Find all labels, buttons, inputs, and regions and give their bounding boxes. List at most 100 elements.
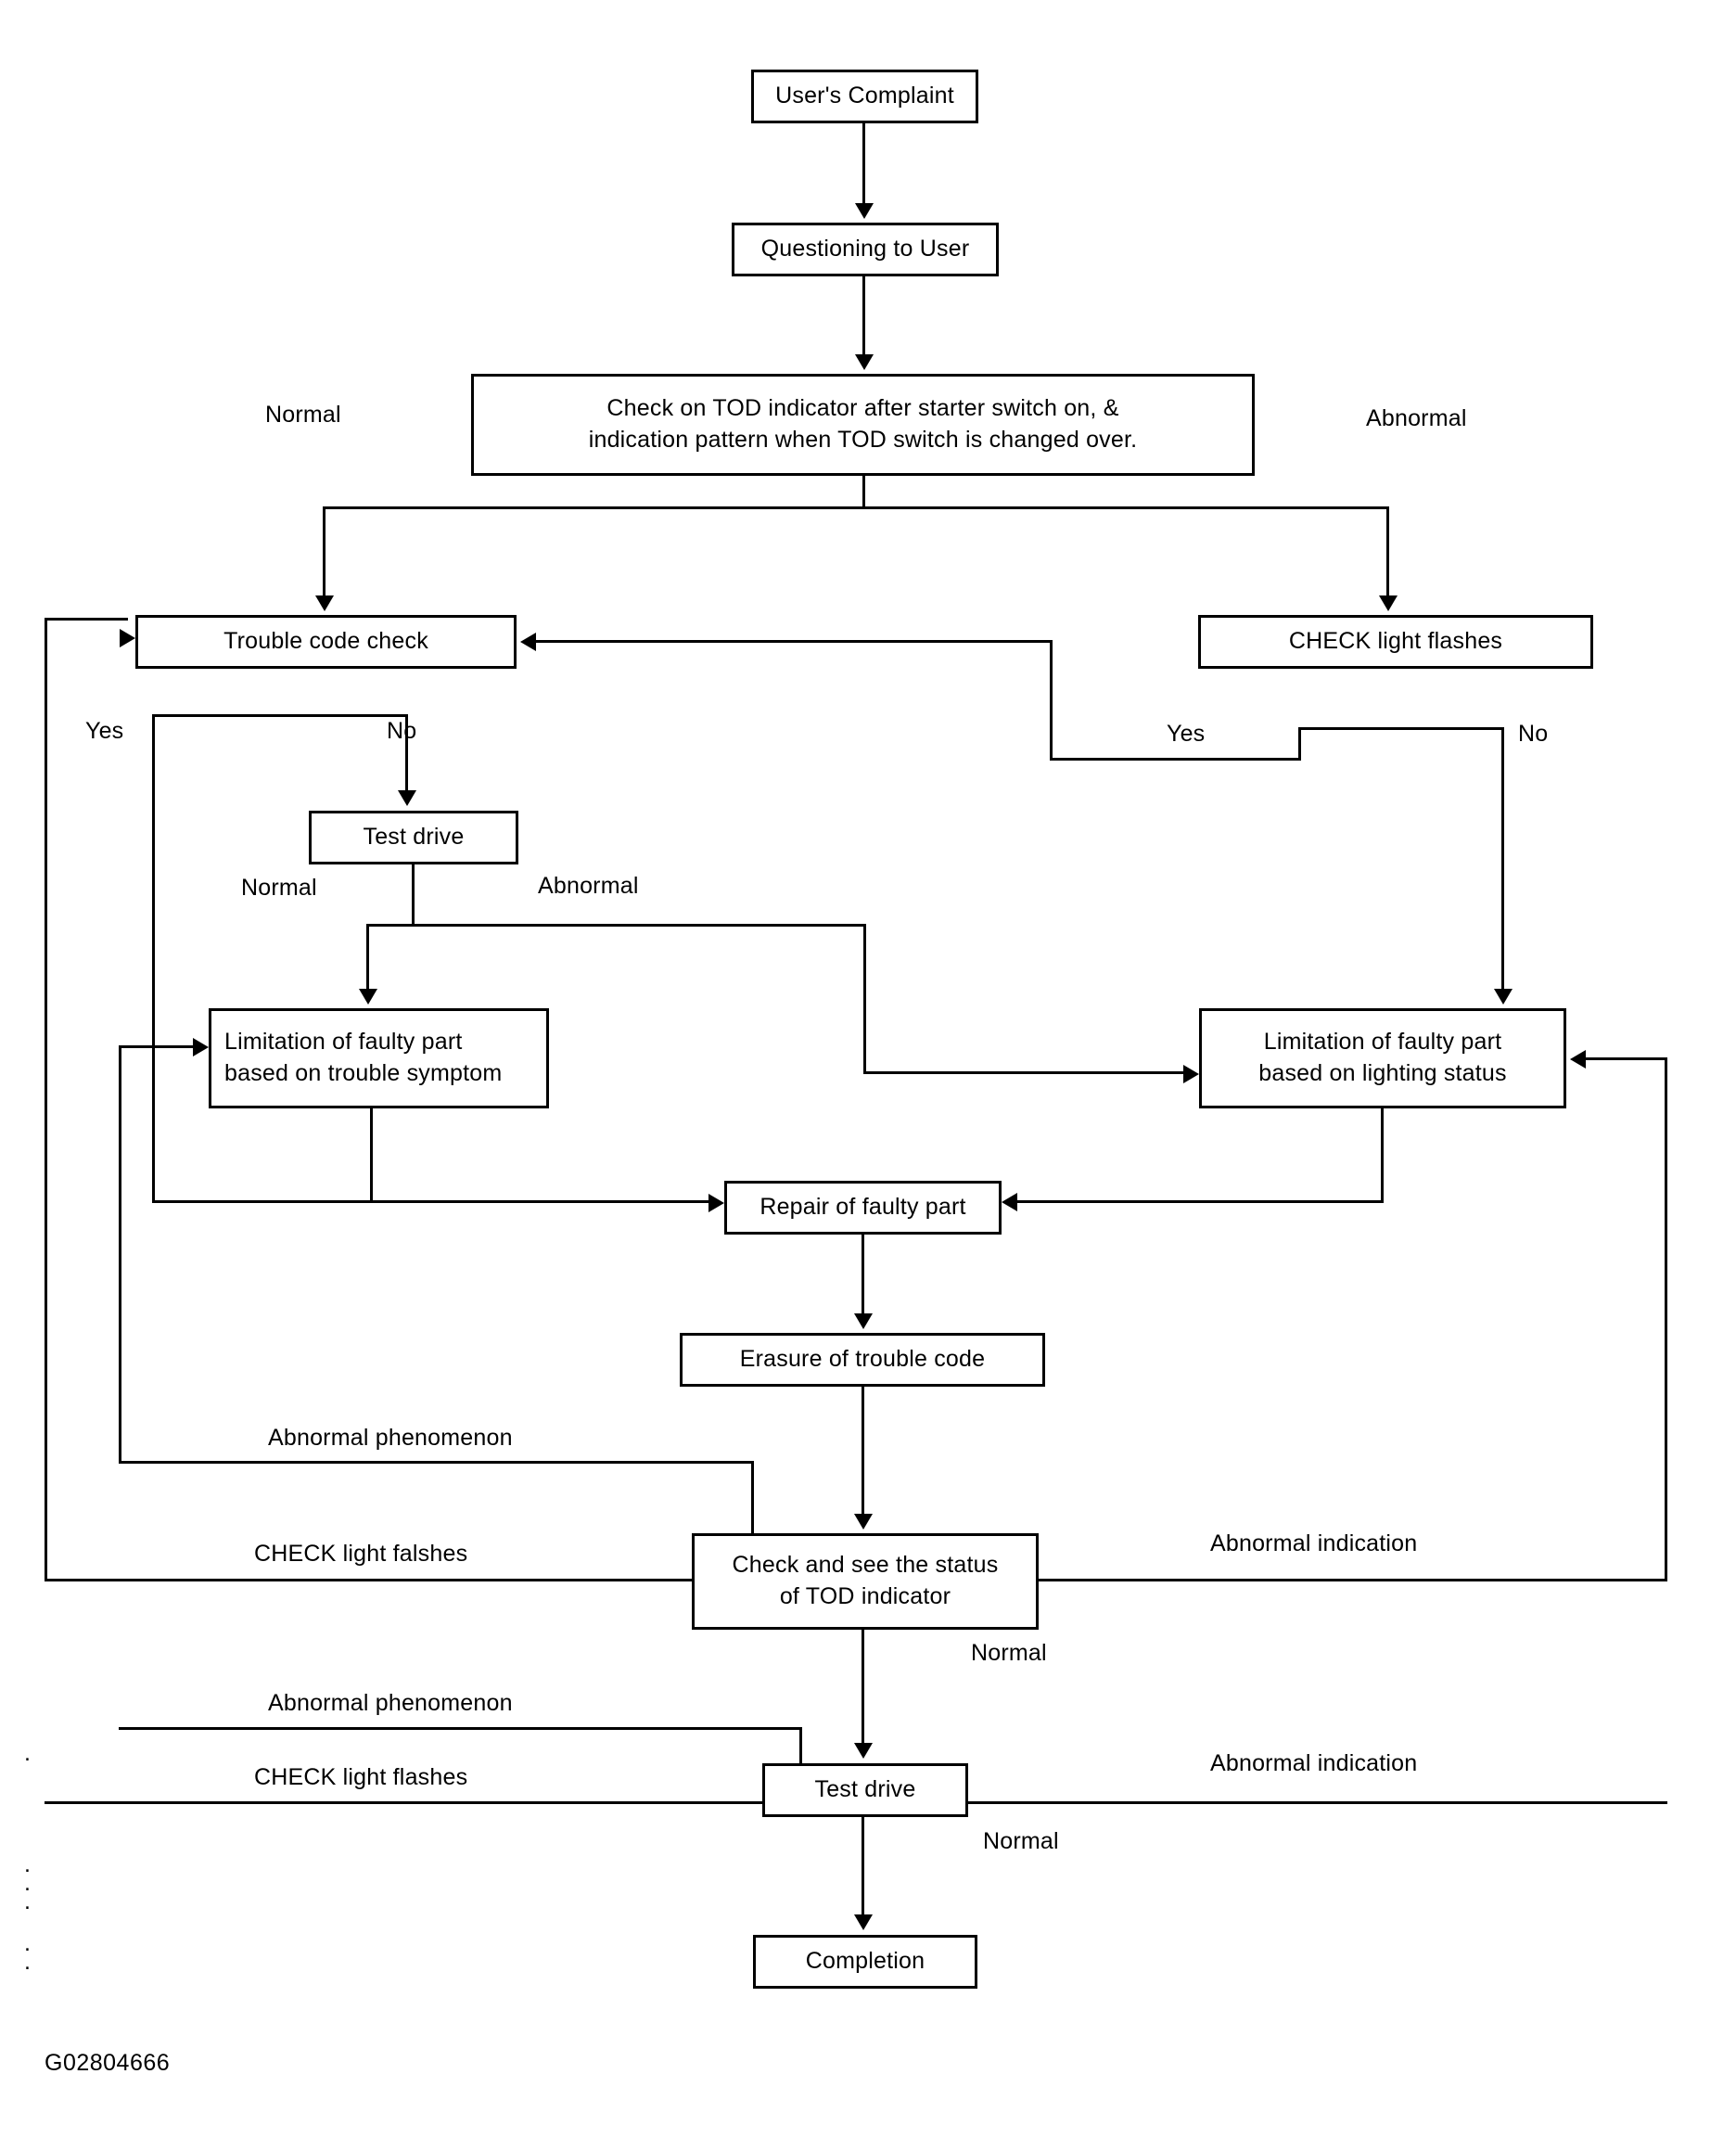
label-no-left: No (387, 718, 417, 744)
label-abnormal-indication-1: Abnormal indication (1210, 1530, 1418, 1556)
edge-tcc-yes-down (152, 714, 155, 1203)
label-test-drive-abnormal: Abnormal (538, 873, 639, 899)
arrowhead-right (1183, 1065, 1199, 1083)
node-questioning-to-user: Questioning to User (732, 223, 999, 276)
node-users-complaint: User's Complaint (751, 70, 978, 123)
edge-abnormal-indication-1-horizontal (1037, 1579, 1667, 1581)
node-erasure-of-trouble-code: Erasure of trouble code (680, 1333, 1045, 1387)
node-check-on-tod-indicator: Check on TOD indicator after starter swi… (471, 374, 1255, 476)
edge-abnormal-phenomenon-2-horizontal (119, 1727, 802, 1730)
edge-clf-yes-up (1050, 640, 1053, 761)
arrowhead-down (1494, 989, 1513, 1005)
node-label: Repair of faulty part (760, 1194, 966, 1221)
edge-tcc-yes-to-repair-horizontal (152, 1200, 718, 1203)
arrowhead-down (854, 1313, 873, 1329)
label-abnormal-phenomenon-2: Abnormal phenomenon (268, 1690, 513, 1716)
node-label: Check and see the status of TOD indicato… (732, 1552, 999, 1609)
arrowhead-down (359, 989, 377, 1005)
arrowhead-down (398, 790, 416, 806)
node-label: Trouble code check (223, 628, 428, 655)
node-test-drive-2: Test drive (762, 1763, 968, 1817)
node-label: Limitation of faulty part based on troub… (224, 1029, 503, 1086)
node-label: Test drive (814, 1776, 916, 1803)
edge-ap1-into-limitation (119, 1045, 193, 1048)
edge-check-light-falshes-horizontal (45, 1579, 694, 1581)
node-label: Erasure of trouble code (739, 1346, 986, 1373)
node-label: Completion (805, 1948, 925, 1975)
edge-complaint-to-questioning (862, 123, 865, 203)
arrowhead-left (1570, 1050, 1586, 1069)
edge-check-split-horizontal (323, 506, 1389, 509)
node-check-light-flashes: CHECK light flashes (1198, 615, 1593, 669)
label-abnormal-right: Abnormal (1366, 405, 1467, 431)
arrowhead-down (855, 203, 874, 219)
arrowhead-down (315, 595, 334, 611)
dotted-marker-1: . (24, 1740, 31, 1766)
label-normal-bottom: Normal (983, 1828, 1059, 1854)
edge-abnormal-phenomenon-1-up (751, 1461, 754, 1535)
arrowhead-right (120, 629, 135, 647)
edge-abnormal-indication-1-into (1586, 1057, 1667, 1060)
node-trouble-code-check: Trouble code check (135, 615, 517, 669)
edge-check-light-falshes-up (45, 618, 47, 1581)
edge-abnormal-phenomenon-2-up (799, 1727, 802, 1781)
edge-clf-yes-down (1298, 727, 1301, 761)
edge-check-right-down (1386, 506, 1389, 595)
arrowhead-right (708, 1194, 724, 1212)
edge-td1-stub-down (412, 864, 415, 926)
label-abnormal-phenomenon-1: Abnormal phenomenon (268, 1425, 513, 1451)
edge-check-light-flashes-2-horizontal (45, 1801, 766, 1804)
edge-td1-abnormal-horizontal (863, 1071, 1183, 1074)
edge-td2-to-completion (862, 1817, 864, 1914)
edge-ap1-vertical (119, 1045, 121, 1463)
arrowhead-down (854, 1514, 873, 1530)
arrowhead-down (1379, 595, 1398, 611)
arrowhead-right (193, 1038, 209, 1056)
edge-erasure-to-check-status (862, 1387, 864, 1514)
node-label: CHECK light flashes (1288, 628, 1503, 655)
dotted-marker-2: ... (24, 1851, 31, 1914)
edge-lim-lighting-down (1381, 1108, 1384, 1202)
edge-clf-no-down (1501, 727, 1504, 989)
node-check-status-of-tod-indicator: Check and see the status of TOD indicato… (692, 1533, 1039, 1630)
edge-tcc-split-horizontal (152, 714, 408, 717)
edge-check-left-down (323, 506, 326, 595)
arrowhead-down (855, 354, 874, 370)
figure-code: G02804666 (45, 2050, 171, 2076)
edge-tcc-no-down (405, 714, 408, 790)
edge-repair-to-erasure (862, 1235, 864, 1313)
edge-abnormal-indication-2-horizontal (966, 1801, 1667, 1804)
arrowhead-down (854, 1743, 873, 1759)
node-label: Limitation of faulty part based on light… (1258, 1029, 1507, 1086)
node-completion: Completion (753, 1935, 977, 1989)
label-yes-left: Yes (85, 718, 124, 744)
edge-abnormal-indication-1-up (1665, 1057, 1667, 1581)
node-label: Questioning to User (760, 236, 970, 262)
label-no-right: No (1518, 721, 1549, 747)
label-yes-right: Yes (1167, 721, 1206, 747)
label-test-drive-normal: Normal (241, 875, 317, 901)
node-label: User's Complaint (775, 83, 954, 109)
edge-questioning-to-check (862, 276, 865, 354)
label-normal-left: Normal (265, 402, 341, 428)
edge-td1-split-horizontal (366, 924, 866, 927)
node-repair-of-faulty-part: Repair of faulty part (724, 1181, 1002, 1235)
node-limitation-lighting-status: Limitation of faulty part based on light… (1199, 1008, 1566, 1108)
label-check-light-falshes: CHECK light falshes (254, 1541, 468, 1567)
dotted-marker-3: .. (24, 1930, 31, 1975)
node-label: Check on TOD indicator after starter swi… (588, 395, 1138, 453)
arrowhead-left (520, 633, 536, 651)
node-test-drive-1: Test drive (309, 811, 518, 864)
edge-td1-normal-down (366, 924, 369, 989)
node-limitation-trouble-symptom: Limitation of faulty part based on troub… (209, 1008, 549, 1108)
edge-check-stub-down (862, 476, 865, 506)
edge-abnormal-phenomenon-1-horizontal (119, 1461, 754, 1464)
edge-clf-yes-to-tcc (536, 640, 1053, 643)
label-abnormal-indication-2: Abnormal indication (1210, 1750, 1418, 1776)
edge-td1-abnormal-down (863, 924, 866, 1074)
edge-check-status-to-td2 (862, 1630, 864, 1743)
label-check-light-flashes-2: CHECK light flashes (254, 1764, 468, 1790)
edge-lim-lighting-to-repair (1017, 1200, 1384, 1203)
edge-check-light-falshes-to-tcc (45, 618, 128, 621)
